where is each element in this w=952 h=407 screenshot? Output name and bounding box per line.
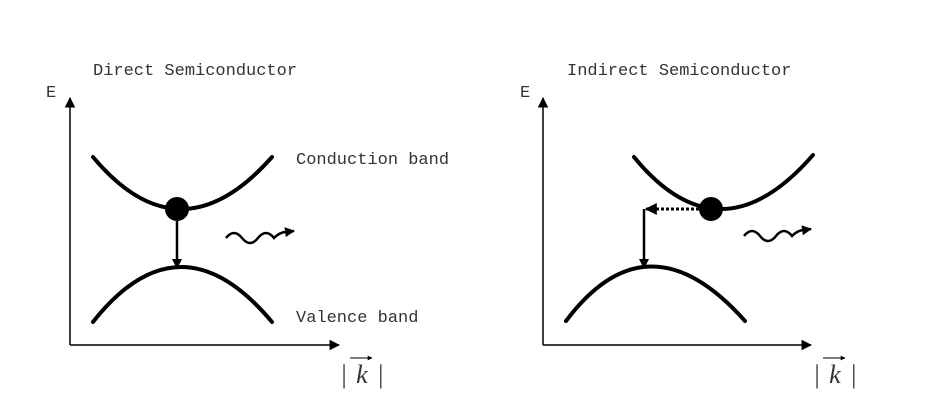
indirect-panel: Indirect Semiconductor E |k| [520,62,866,389]
svg-text:|k|: |k| [813,360,866,389]
valence-band-label: Valence band [296,309,418,328]
indirect-k-label: |k| [813,355,866,389]
direct-k-label: |k| [340,355,393,389]
svg-text:|k|: |k| [340,360,393,389]
direct-valence-band [91,265,274,324]
conduction-band-label: Conduction band [296,151,449,170]
indirect-electron [699,197,723,221]
direct-panel: Direct Semiconductor E Conduction band V… [46,62,449,389]
indirect-title: Indirect Semiconductor [567,62,791,81]
direct-title: Direct Semiconductor [93,62,297,81]
direct-photon-wave [225,227,295,245]
indirect-conduction-band [632,153,815,211]
direct-y-label: E [46,84,56,103]
indirect-y-label: E [520,84,530,103]
indirect-valence-band [564,264,747,323]
indirect-photon-wave [743,225,812,243]
direct-electron [165,197,189,221]
